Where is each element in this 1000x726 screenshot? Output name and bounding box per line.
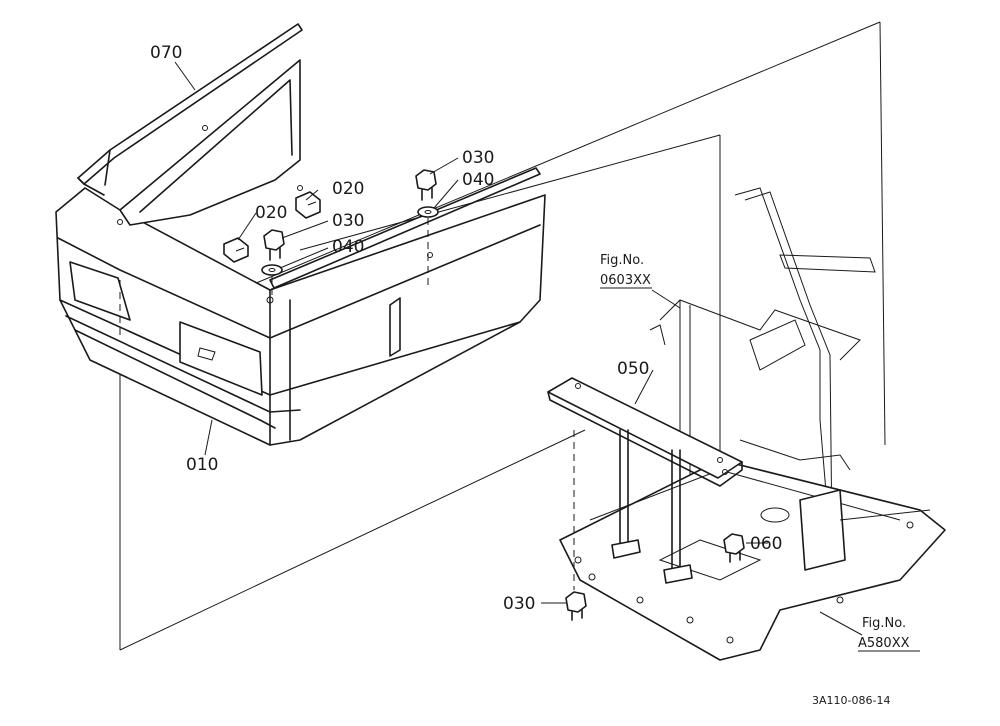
callout-050: 050	[617, 359, 649, 379]
leader-lines	[174, 61, 863, 636]
callout-030-c: 030	[503, 594, 535, 614]
fig-ref-upper-code: 0603XX	[600, 273, 651, 288]
part-030-bolt-a	[415, 169, 437, 201]
callout-030-b: 030	[332, 211, 364, 231]
callout-070: 070	[150, 43, 182, 63]
callout-040-b: 040	[332, 237, 364, 257]
figure-references: Fig.No. 0603XX Fig.No. A580XX	[600, 253, 920, 652]
part-030-bolt-b	[263, 229, 285, 261]
alignment-dashes	[119, 218, 575, 590]
part-060-bolt	[723, 533, 745, 563]
part-030-bolt-c	[565, 591, 587, 621]
part-040-washer-b	[261, 264, 283, 276]
callout-labels: 070 030 040 020 020 030 040 010 050 060 …	[150, 43, 782, 614]
fig-ref-lower-title: Fig.No.	[862, 616, 906, 631]
part-010-grille	[55, 59, 546, 446]
part-070-strip	[77, 23, 541, 289]
fig-ref-lower-code: A580XX	[858, 636, 910, 651]
callout-040-a: 040	[462, 170, 494, 190]
part-050-bracket	[547, 377, 743, 584]
part-020-clip-a	[295, 191, 321, 219]
callout-020-b: 020	[255, 203, 287, 223]
callout-020-a: 020	[332, 179, 364, 199]
part-040-washer-a	[417, 206, 439, 218]
fig-ref-upper-title: Fig.No.	[600, 253, 644, 268]
drawing-number: 3A110-086-14	[812, 694, 890, 707]
callout-030-a: 030	[462, 148, 494, 168]
part-020-clip-b	[223, 237, 249, 263]
callout-010: 010	[186, 455, 218, 475]
callout-060: 060	[750, 534, 782, 554]
